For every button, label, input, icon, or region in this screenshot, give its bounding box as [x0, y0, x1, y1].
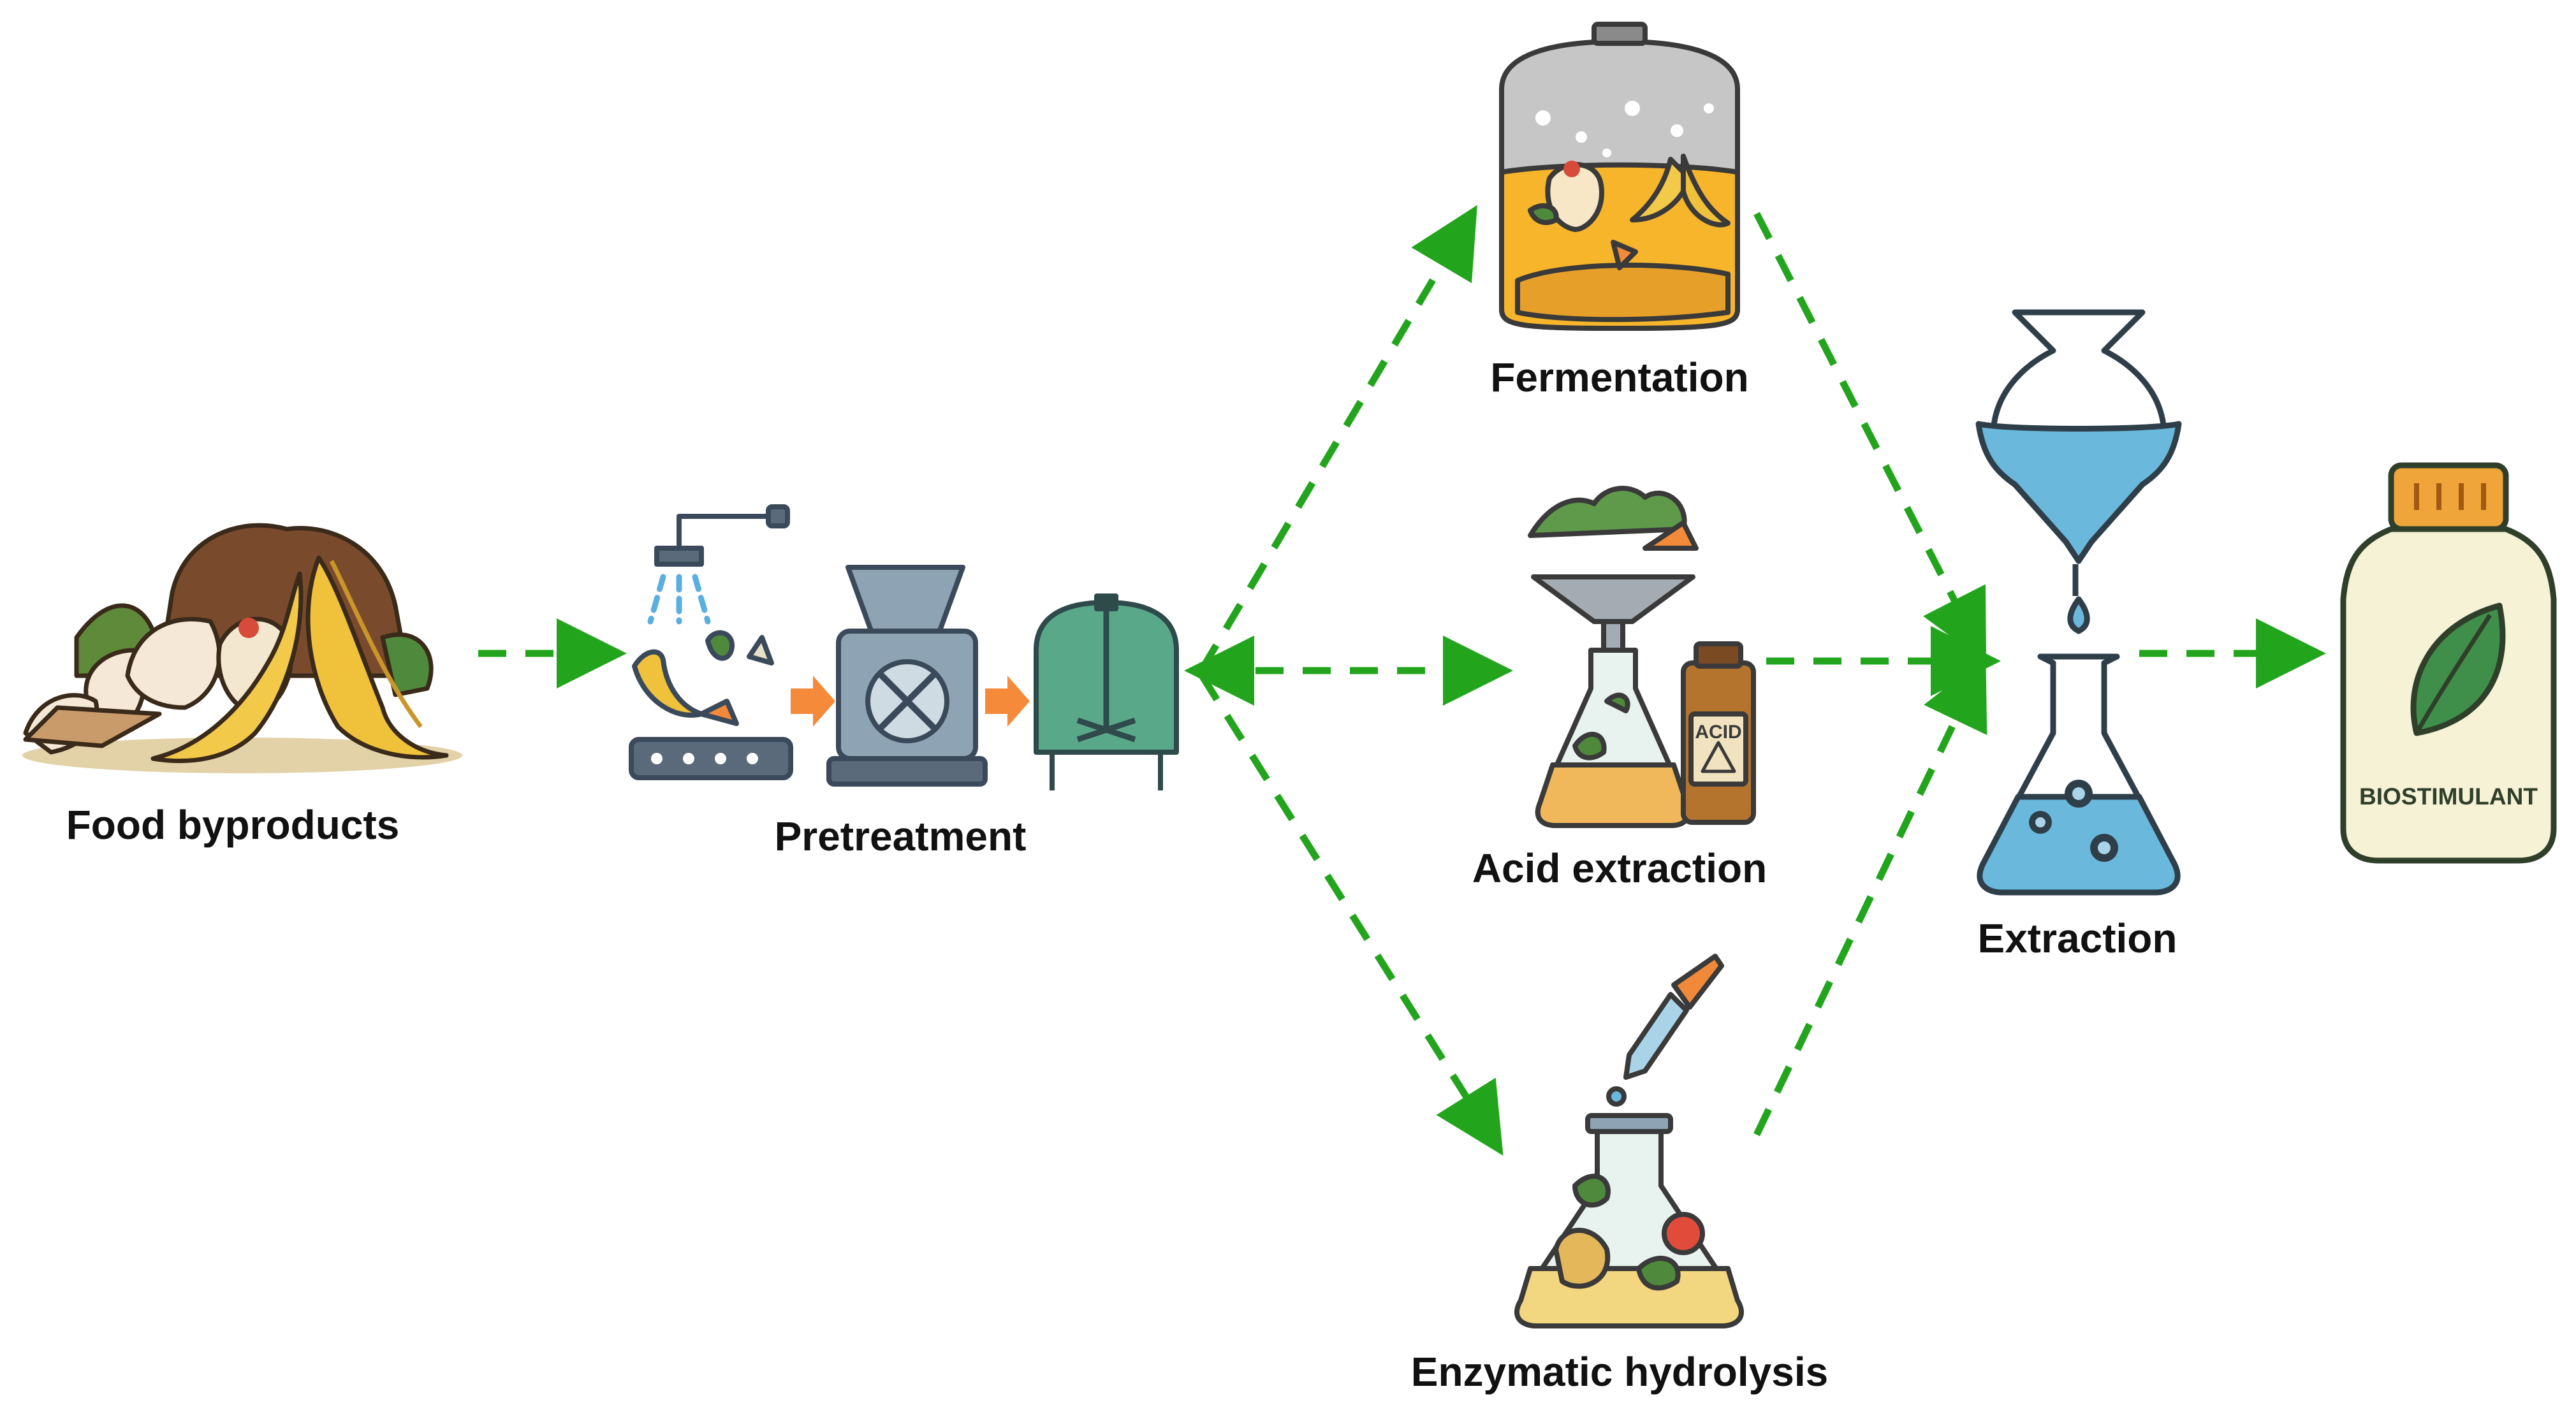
extraction-funnel-icon: [1975, 309, 2182, 896]
flow-arrows: [478, 205, 2326, 1156]
small-orange-arrow-1: [791, 676, 835, 727]
washing-conveyor-icon: [629, 504, 793, 780]
food-byproducts-icon: [22, 523, 462, 773]
reactor-tank-icon: [1034, 593, 1179, 790]
arrow-enzymatic-to-extraction: [1753, 657, 1987, 1137]
food-byproducts-label: Food byproducts: [66, 802, 400, 848]
biostimulant-jar-text: BIOSTIMULANT: [2359, 783, 2538, 810]
acid-extraction-label: Acid extraction: [1472, 845, 1767, 891]
grinder-icon: [826, 565, 988, 787]
extraction-label: Extraction: [1977, 915, 2177, 961]
fermentation-label: Fermentation: [1490, 354, 1749, 400]
pretreatment-label: Pretreatment: [774, 813, 1027, 859]
arrow-fermentation-to-extraction: [1753, 212, 1987, 663]
enzymatic-hydrolysis-label: Enzymatic hydrolysis: [1410, 1349, 1829, 1395]
enzymatic-hydrolysis-icon: [1514, 954, 1744, 1328]
arrow-to-fermentation: [1199, 205, 1477, 671]
biostimulant-jar-icon: [2340, 462, 2557, 864]
fermentation-tank-icon: [1499, 22, 1740, 331]
arrow-to-enzymatic-hydrolysis: [1199, 674, 1504, 1156]
acid-bottle-text: ACID: [1695, 722, 1741, 743]
acid-extraction-icon: [1528, 486, 1756, 828]
small-orange-arrow-2: [985, 676, 1030, 727]
